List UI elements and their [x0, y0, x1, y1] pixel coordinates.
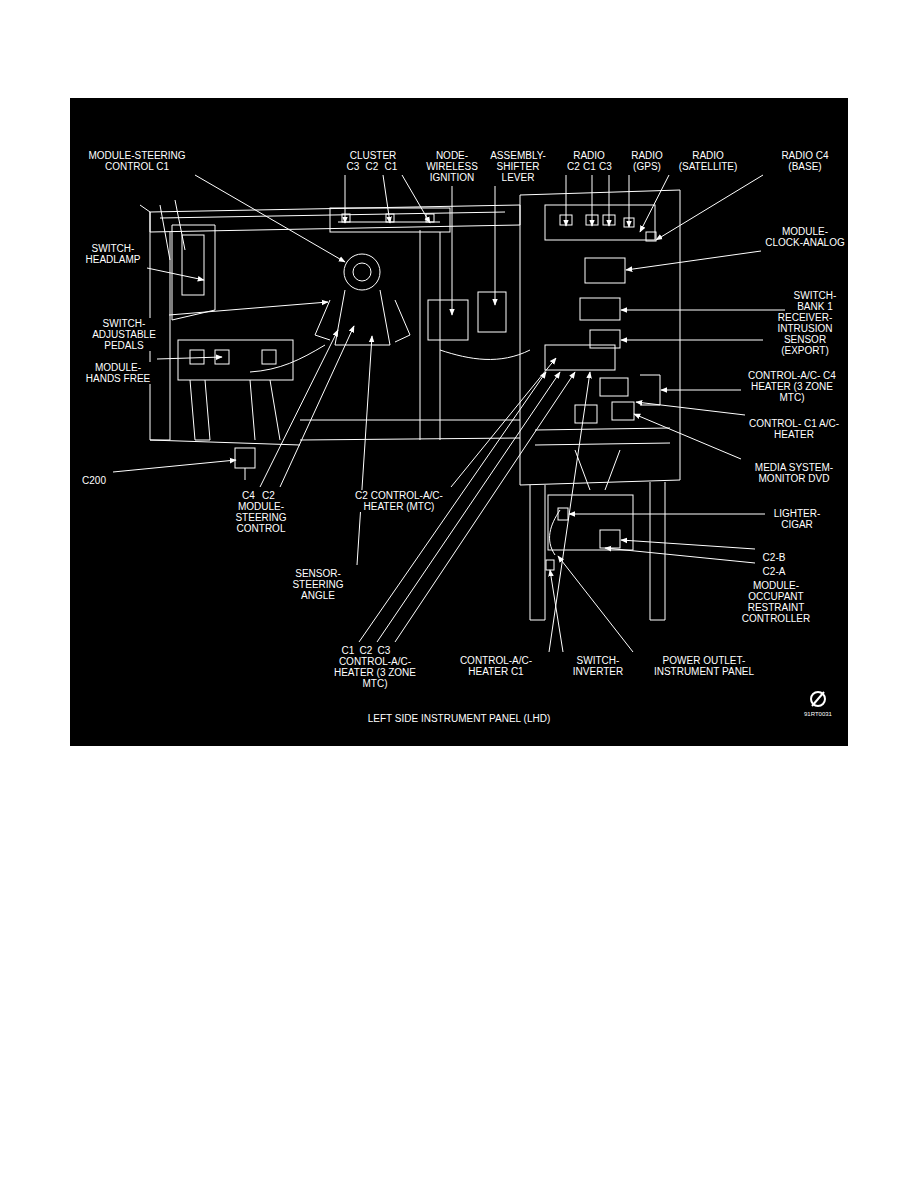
leader-line [550, 570, 563, 652]
callout-label: ASSEMBLY-SHIFTER LEVER [480, 150, 556, 183]
callout-label: RADIO (GPS) [624, 150, 670, 172]
leader-line [113, 460, 236, 472]
callout-label: NODE-WIRELESS IGNITION [420, 150, 484, 183]
callout-label: MODULE-CLOCK-ANALOG [764, 226, 846, 248]
callout-label: RADIO (SATELLITE) [672, 150, 744, 172]
callout-label: C2 [260, 490, 277, 501]
leader-line [147, 268, 204, 280]
callout-label: SWITCH-ADJUSTABLE PEDALS [82, 318, 166, 351]
dashboard-drawing [140, 190, 680, 620]
callout-label: RECEIVER-INTRUSION SENSOR (EXPORT) [766, 312, 844, 356]
leader-line [566, 175, 567, 226]
leader-line [592, 175, 593, 226]
callout-label: MODULE-STEERING CONTROL [228, 501, 294, 534]
leader-line [640, 175, 669, 232]
callout-label: MODULE-STEERING CONTROL C1 [82, 150, 192, 172]
leader-line [621, 310, 785, 311]
leader-line [621, 540, 755, 549]
leader-lines [113, 175, 785, 652]
callout-label: C1 [582, 161, 597, 172]
callout-label: C4 [240, 490, 257, 501]
callout-label: CONTROL-A/C-HEATER (3 ZONE MTC) [326, 656, 424, 689]
leader-line [605, 548, 755, 563]
logo-symbol [811, 692, 825, 706]
leader-line [609, 175, 610, 226]
callout-label: RADIO [566, 150, 612, 161]
callout-label: C1 [340, 645, 356, 656]
illustration-ground [70, 98, 848, 746]
callout-label: MODULE-OCCUPANT RESTRAINT CONTROLLER [726, 580, 826, 624]
callout-label: C3 [598, 161, 613, 172]
leader-line [383, 175, 390, 223]
leader-line [661, 390, 741, 391]
callout-label: C200 [78, 475, 110, 486]
callout-label: POWER OUTLET-INSTRUMENT PANEL [636, 655, 772, 677]
callout-label: C2 [566, 161, 581, 172]
leader-line [495, 186, 496, 305]
callout-label: SWITCH-INVERTER [566, 655, 630, 677]
leader-line [451, 358, 556, 487]
callout-label: CONTROL-A/C-HEATER C1 [446, 655, 546, 677]
callout-label: C3 [376, 645, 392, 656]
leader-line [157, 357, 222, 359]
leader-line [558, 556, 633, 652]
callout-label: MODULE-HANDS FREE [82, 362, 154, 384]
callout-label: C2 CONTROL-A/C-HEATER (MTC) [350, 490, 448, 512]
callout-label: C2 [358, 645, 374, 656]
leader-line [345, 175, 346, 223]
leader-line [656, 175, 763, 240]
callout-label: C2-A [758, 566, 790, 577]
callout-label: RADIO C4 (BASE) [766, 150, 844, 172]
callout-label: LIGHTER-CIGAR [768, 508, 826, 530]
callout-label: SWITCH-HEADLAMP [82, 243, 144, 265]
callout-label: SWITCH-BANK 1 [788, 290, 842, 312]
leader-line [169, 302, 328, 315]
callout-label: C1 [383, 161, 399, 172]
leader-line [621, 340, 763, 341]
leader-line [195, 175, 345, 262]
callout-label: C2-B [758, 552, 790, 563]
callout-label: C3 [345, 161, 361, 172]
leader-line [636, 402, 745, 415]
leader-line [549, 372, 590, 652]
caption: LEFT SIDE INSTRUMENT PANEL (LHD) [300, 713, 618, 724]
leader-line [569, 514, 765, 515]
leader-line [452, 186, 453, 315]
callout-label: CONTROL-A/C- C4 HEATER (3 ZONE MTC) [744, 370, 840, 403]
callout-label: MEDIA SYSTEM-MONITOR DVD [744, 462, 844, 484]
leader-line [280, 326, 354, 487]
leader-line [260, 330, 338, 487]
callout-label: CONTROL- C1 A/C-HEATER [748, 418, 840, 440]
leader-line [626, 251, 761, 270]
leader-line [629, 175, 630, 227]
leader-line [634, 414, 741, 459]
leader-line [357, 336, 372, 565]
callout-label: C2 [364, 161, 380, 172]
callout-label: SENSOR-STEERING ANGLE [282, 568, 354, 601]
callout-label: CLUSTER [345, 150, 401, 161]
figure-number: 91RT0031 [796, 711, 840, 718]
